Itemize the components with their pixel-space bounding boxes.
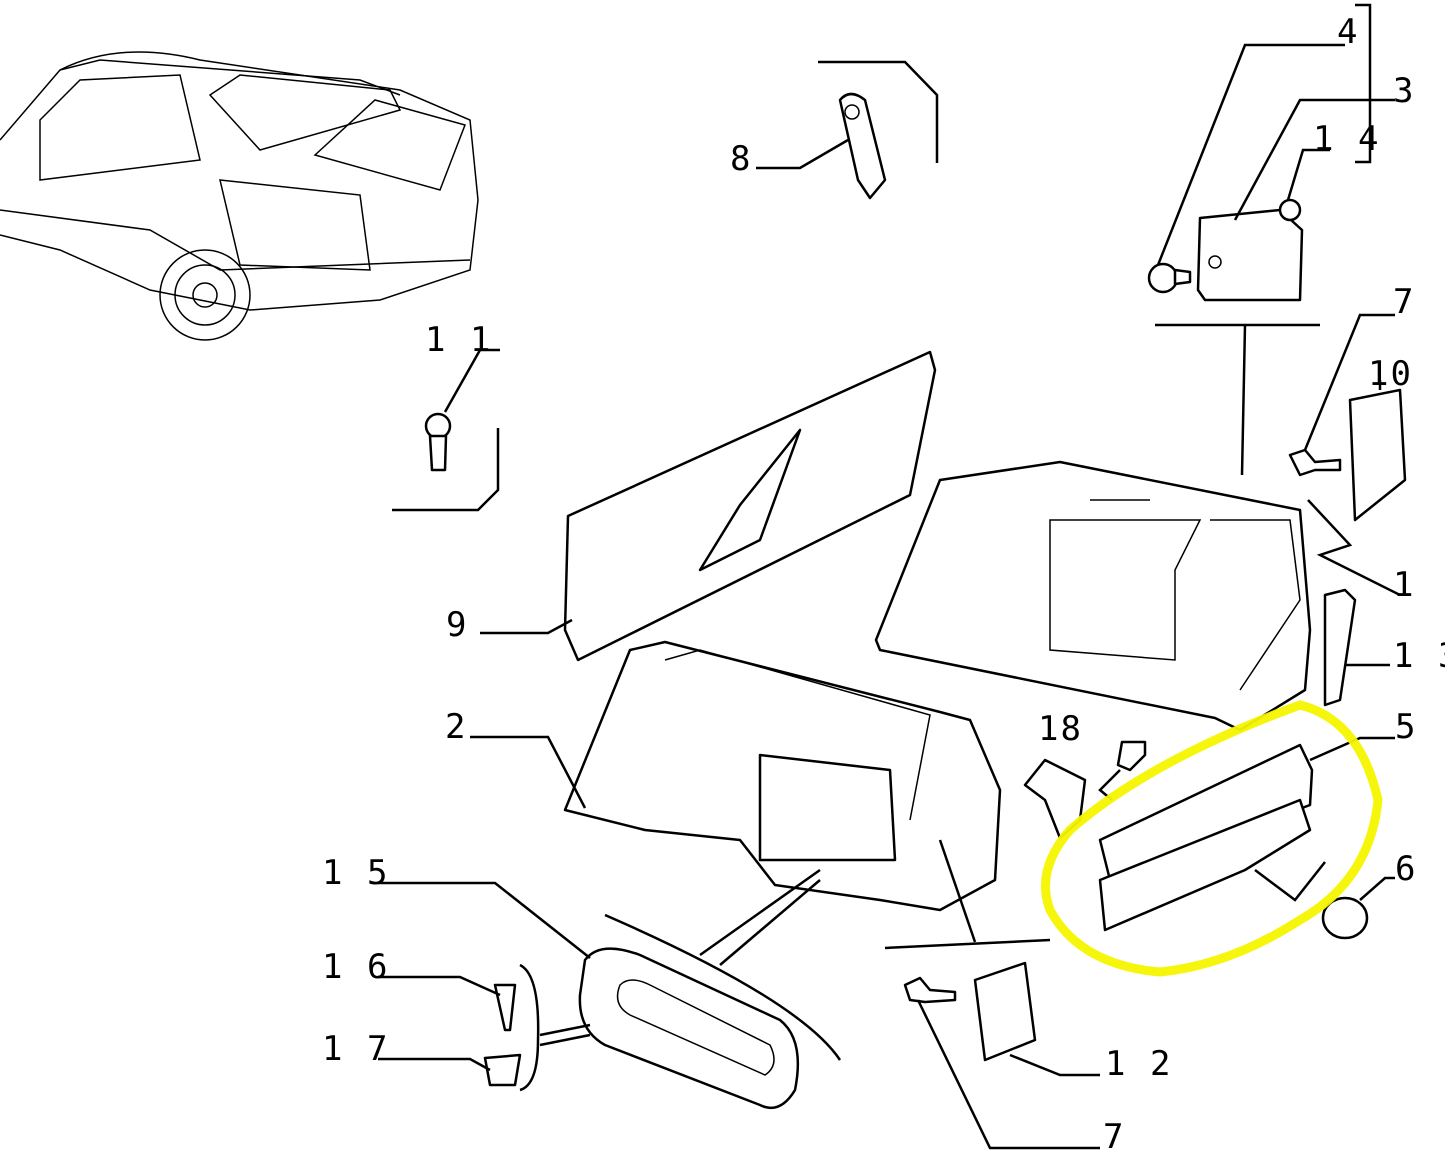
callout-12: 1 2 (1105, 1044, 1172, 1084)
callout-1: 1 (1393, 565, 1415, 605)
callout-7-upper: 7 (1393, 282, 1415, 322)
car-overview-illustration (0, 51, 479, 341)
part-9-panel (480, 350, 937, 662)
callout-11: 1 1 (425, 320, 492, 360)
parts-3-4-14-cover-group (1147, 3, 1395, 476)
part-6-cap (1321, 876, 1395, 940)
callout-6: 6 (1395, 849, 1417, 889)
parts-7-12-lower (903, 961, 1100, 1150)
callout-14: 1 4 (1313, 119, 1380, 159)
callout-2: 2 (445, 707, 467, 747)
highlight-circle (1041, 700, 1383, 977)
callout-9: 9 (446, 605, 468, 645)
parts-7-10-upper (1288, 313, 1407, 522)
callout-3: 3 (1393, 71, 1415, 111)
callout-13: 1 3 (1393, 636, 1445, 676)
callout-10: 10 (1368, 354, 1413, 394)
part-15-vent-grille (378, 881, 842, 1110)
part-5-trim-strip (1098, 736, 1395, 932)
callout-5: 5 (1395, 707, 1417, 747)
part-11-screw (392, 348, 500, 512)
part-8-bracket (756, 60, 939, 200)
part-1-right-liner (874, 460, 1401, 732)
callout-4: 4 (1337, 12, 1359, 52)
callout-15: 1 5 (322, 853, 389, 893)
callout-7-lower: 7 (1103, 1117, 1125, 1151)
callout-18: 18 (1038, 709, 1083, 749)
callout-17: 1 7 (322, 1029, 389, 1069)
callout-16: 1 6 (322, 947, 389, 987)
part-2-left-liner (470, 640, 1051, 966)
callout-labels: 4 3 1 4 8 7 10 1 1 1 9 1 3 2 18 5 6 1 5 … (322, 12, 1445, 1151)
callout-8: 8 (730, 139, 752, 179)
